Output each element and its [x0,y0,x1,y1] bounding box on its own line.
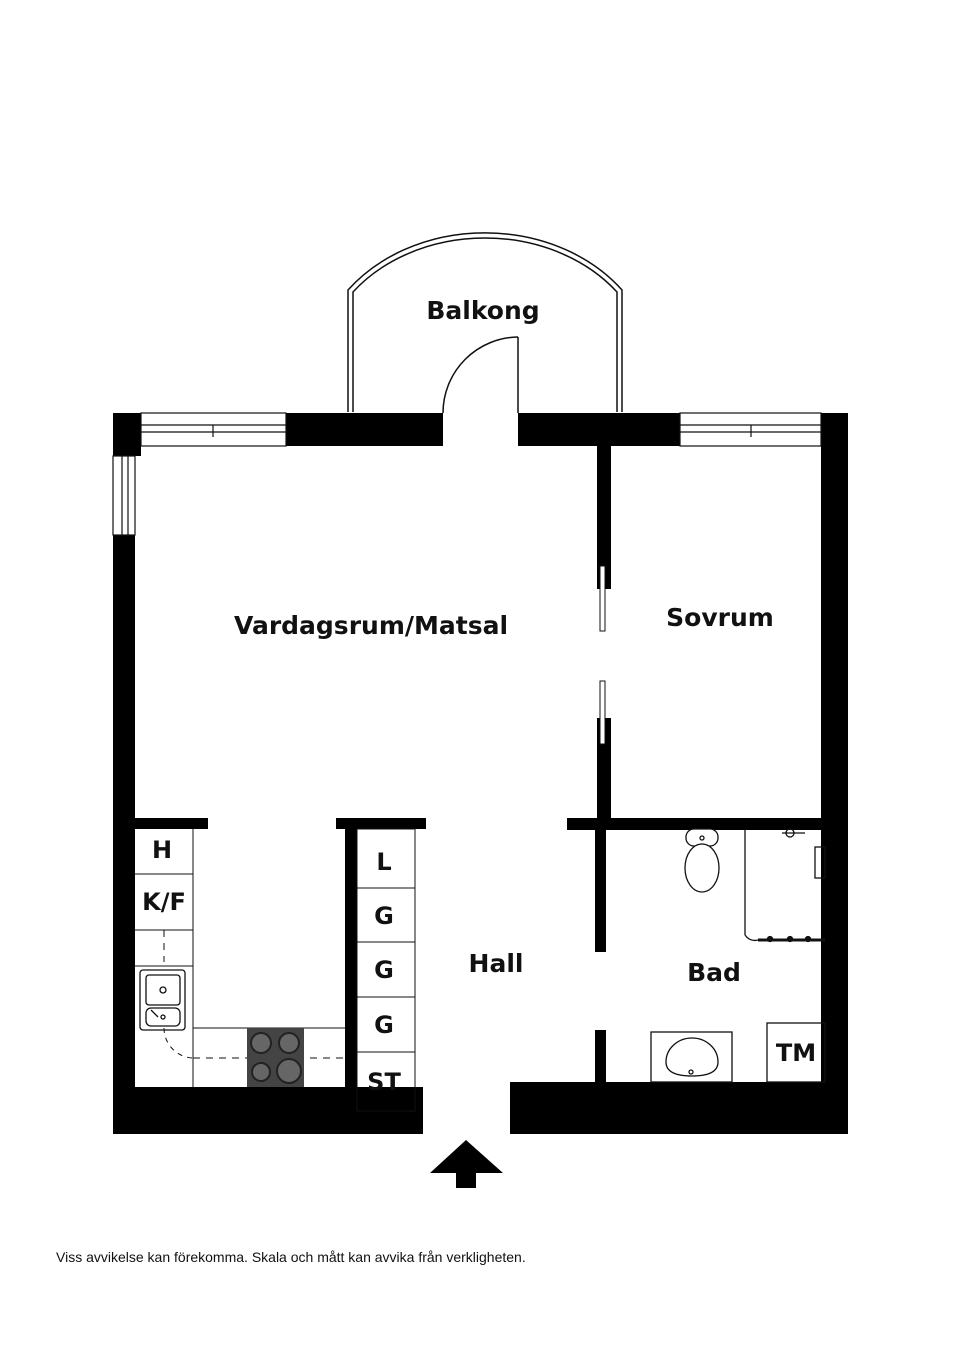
balcony [347,232,623,412]
sliding-door [599,565,606,745]
outer-walls [113,413,848,1134]
cabinet-label: G [374,902,394,930]
cabinet-label: G [374,956,394,984]
washer-box [766,1022,826,1083]
toilet-icon [684,828,720,893]
shower-icon [744,828,826,943]
room-label-vardagsrum: Vardagsrum/Matsal [234,611,508,640]
room-label-bad: Bad [687,958,741,987]
washbasin [650,1031,733,1083]
cabinet-label: H [152,836,172,864]
sink-icon [139,969,186,1031]
cabinet-label: K/F [142,888,186,916]
room-label-balkong: Balkong [426,296,539,325]
cabinet-label: ST [367,1068,401,1096]
entrance-arrow-icon [430,1140,503,1188]
cabinet-label: G [374,1011,394,1039]
windows [112,412,822,536]
room-label-sovrum: Sovrum [666,603,774,632]
stove-icon [247,1028,304,1087]
kitchen-counter [135,829,345,1087]
room-label-hall: Hall [469,949,524,978]
cabinet-label: TM [776,1039,816,1067]
hall-cabinets [356,828,416,1112]
balcony-door [442,336,519,414]
disclaimer: Viss avvikelse kan förekomma. Skala och … [56,1249,526,1265]
interior-walls [135,446,826,1092]
cabinet-label: L [376,848,391,876]
